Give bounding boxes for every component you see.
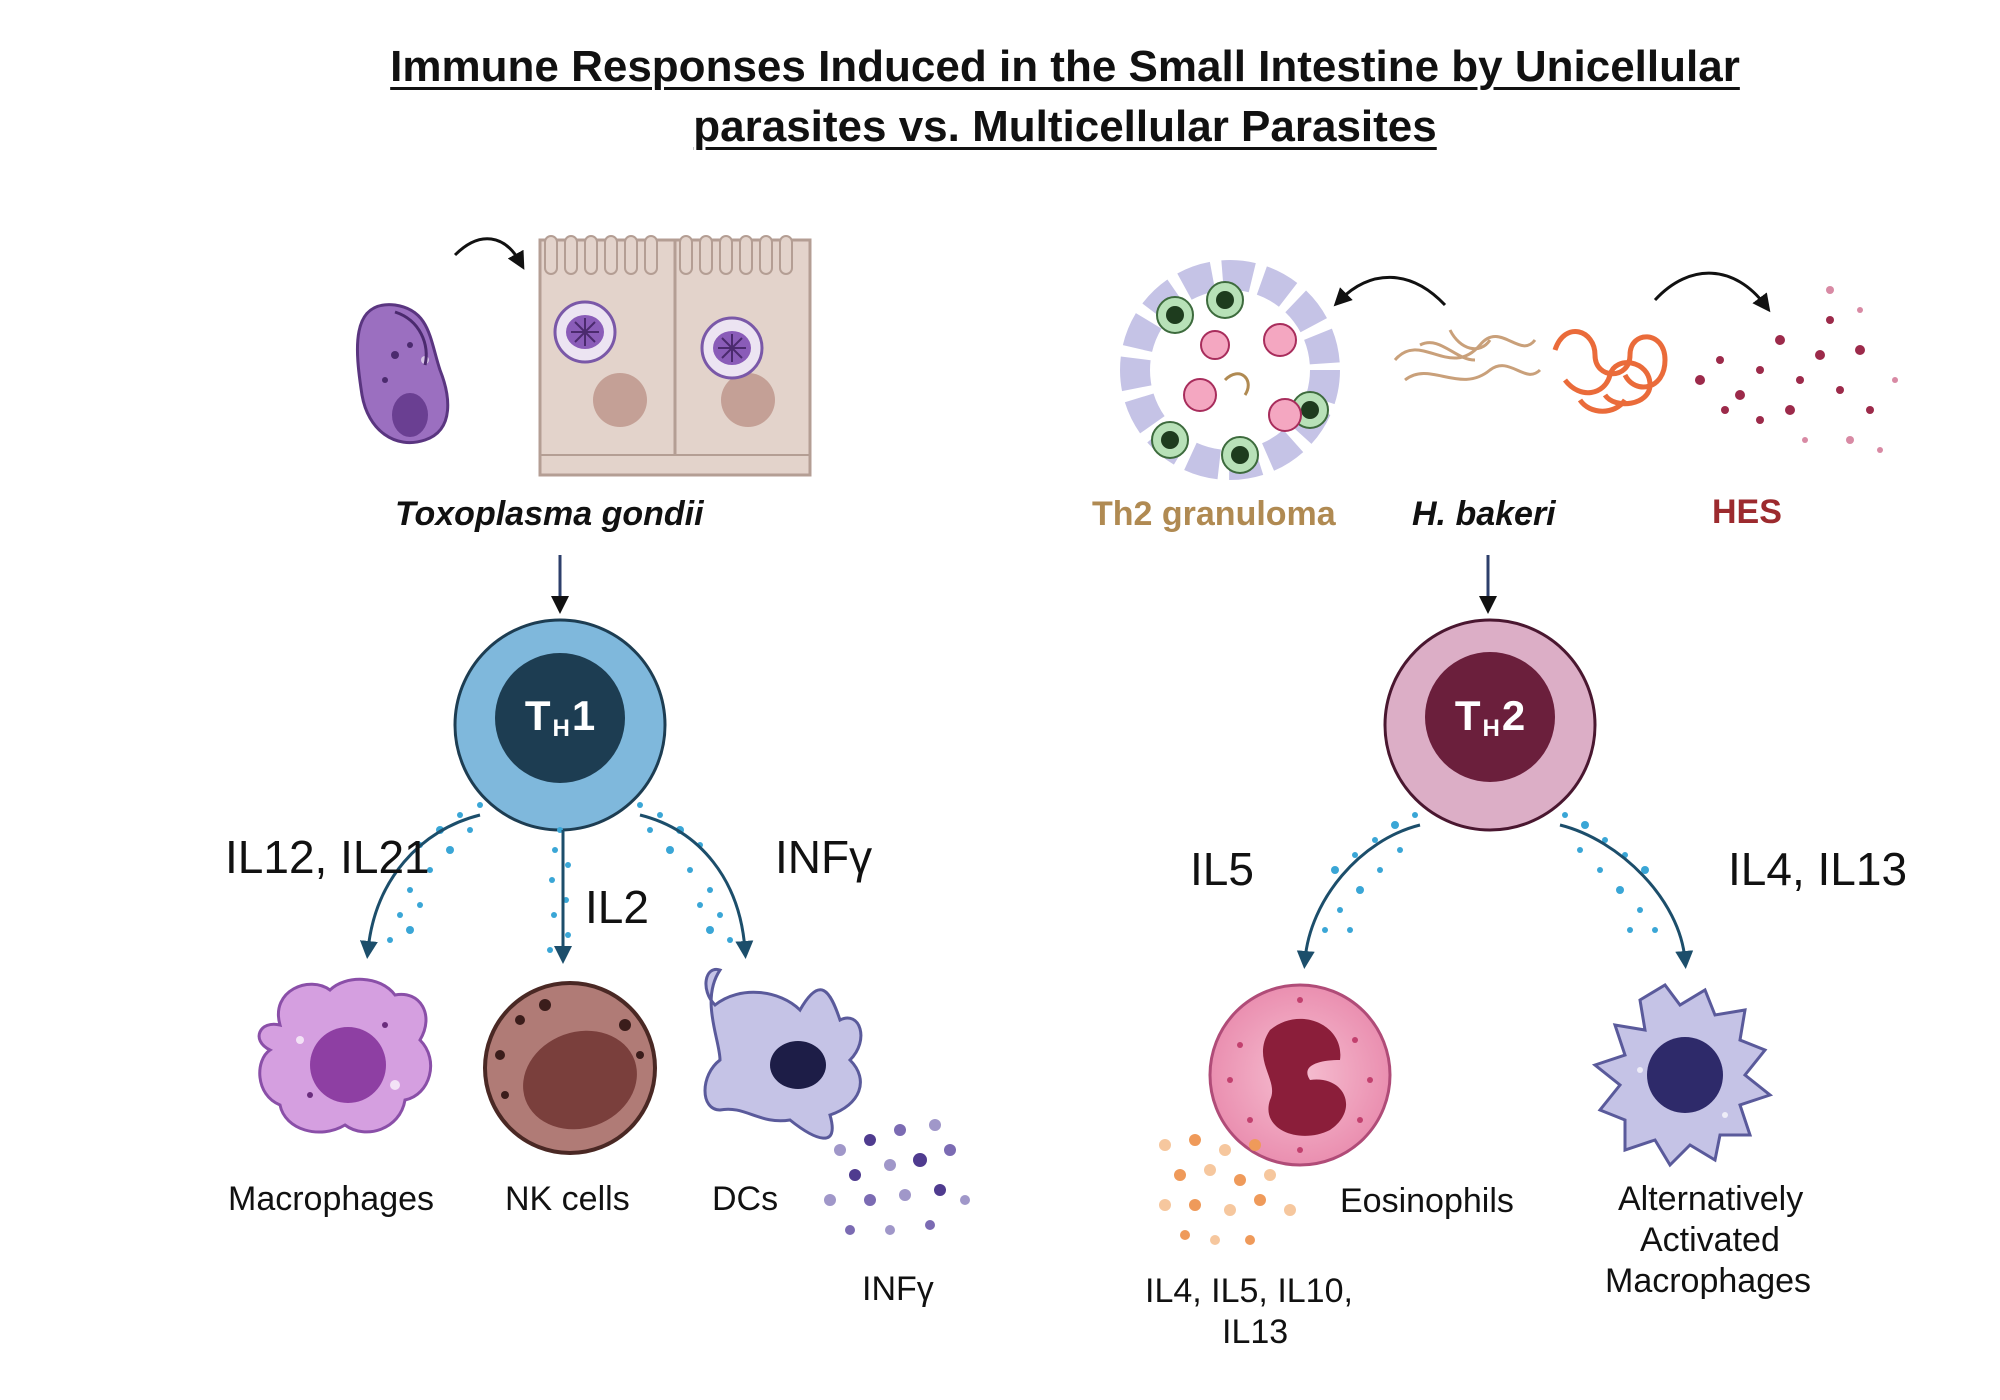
infg-secreted-dots: [824, 1119, 970, 1235]
eosinophil-secreted-dots: [1159, 1134, 1296, 1245]
th1-cell-icon: [453, 618, 667, 832]
invasion-arrow: [453, 237, 525, 270]
eosinophil-icon: [1208, 983, 1392, 1167]
th2-to-aam-arrow: [1559, 823, 1694, 969]
toxoplasma-parasite-icon: [355, 303, 450, 445]
th2-cytokine-dots: [1322, 812, 1658, 933]
th2-granuloma-label: Th2 granuloma: [1092, 495, 1336, 533]
th1-to-macrophage-arrow: [359, 813, 481, 959]
th2-cell-icon: [1383, 618, 1597, 832]
cytokine-il12-il21-label: IL12, IL21: [225, 831, 430, 883]
hbakeri-worm-icon: [1393, 329, 1542, 382]
toxoplasma-label: Toxoplasma gondii: [395, 495, 704, 533]
th2-label-t: T: [1454, 692, 1481, 739]
aam-label-line-2: Activated: [1640, 1221, 1780, 1259]
cytokine-il5-label: IL5: [1190, 843, 1254, 895]
th2-to-eosinophil-arrow: [1296, 823, 1421, 969]
nk-cells-label: NK cells: [505, 1180, 630, 1218]
aam-label-line-1: Alternatively: [1618, 1180, 1804, 1218]
worm-to-hes-arrow: [1653, 271, 1771, 313]
eosinophils-label: Eosinophils: [1340, 1182, 1514, 1220]
th2-label: TH2: [1425, 692, 1555, 743]
eos-secreted-line-2: IL13: [1222, 1313, 1289, 1351]
th1-label-num: 1: [571, 692, 596, 739]
hes-dots: [1695, 286, 1898, 453]
eos-secreted-line-1: IL4, IL5, IL10,: [1145, 1272, 1353, 1310]
intestinal-epithelium-icon: [538, 235, 812, 477]
th1-label-t: T: [524, 692, 551, 739]
th1-to-dc-arrow: [639, 813, 754, 959]
th2-label-h: H: [1482, 715, 1500, 742]
th1-cytokine-dots: [387, 802, 733, 953]
th1-label-h: H: [552, 715, 570, 742]
hes-label: HES: [1712, 493, 1782, 531]
aam-label-line-3: Macrophages: [1605, 1262, 1812, 1300]
cytokine-il4-il13-label: IL4, IL13: [1728, 843, 1908, 895]
hes-worm-icon: [1552, 329, 1668, 414]
th2-label-num: 2: [1501, 692, 1526, 739]
diagram-title-line-1: Immune Responses Induced in the Small In…: [390, 42, 1740, 91]
macrophages-label: Macrophages: [228, 1180, 435, 1218]
th1-label: TH1: [495, 692, 625, 743]
th2-granuloma-icon: [1120, 260, 1340, 480]
dendritic-cell-icon: [703, 967, 863, 1140]
hbakeri-label: H. bakeri: [1412, 495, 1556, 533]
dc-infg-secreted-label: INFγ: [862, 1270, 934, 1308]
dcs-label: DCs: [712, 1180, 779, 1218]
hbakeri-to-granuloma-arrow: [1333, 275, 1447, 307]
nk-cell-icon: [483, 981, 657, 1155]
cytokine-il2-label: IL2: [585, 881, 649, 933]
cytokine-infg-label: INFγ: [775, 831, 873, 883]
alternatively-activated-macrophage-icon: [1591, 983, 1774, 1168]
diagram-title-line-2: parasites vs. Multicellular Parasites: [693, 102, 1437, 151]
macrophage-icon: [257, 977, 433, 1134]
